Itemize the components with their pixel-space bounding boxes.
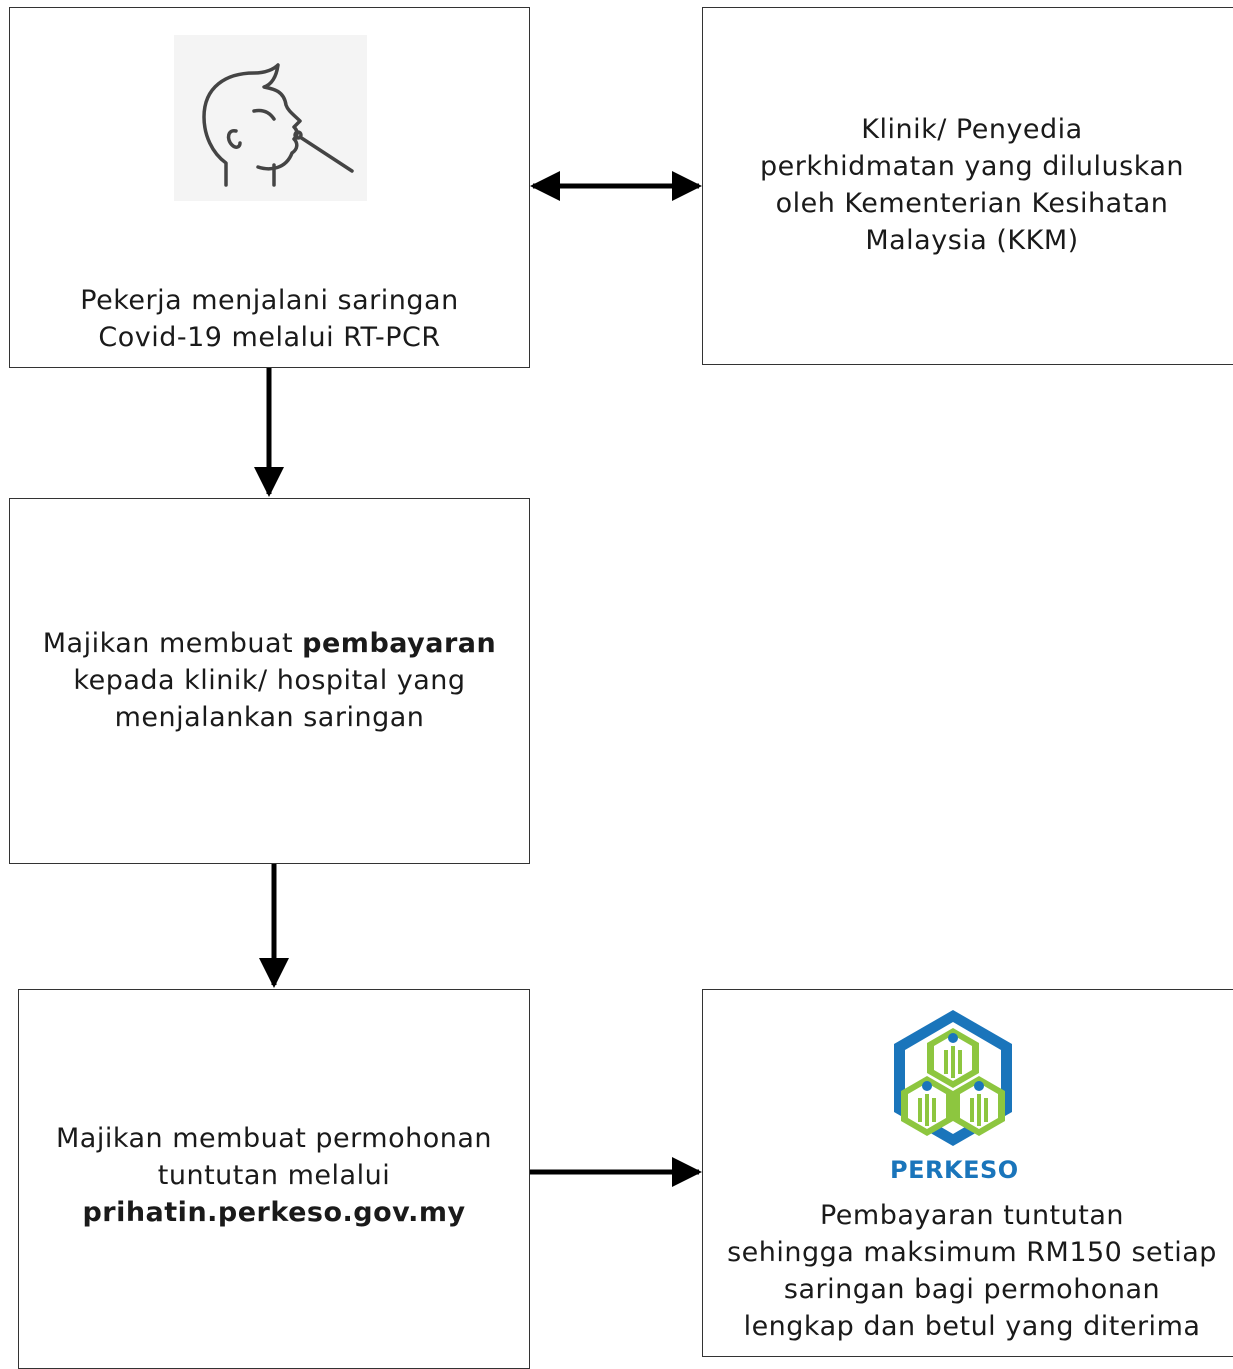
node-payment-line1-bold: pembayaran xyxy=(302,628,497,659)
node-claim-line: tuntutan melalui xyxy=(157,1160,391,1191)
node-clinic-line: Malaysia (KKM) xyxy=(865,225,1079,256)
node-reimburse-line: saringan bagi permohonan xyxy=(783,1274,1161,1305)
node-payment-line1-pre: Majikan membuat xyxy=(42,628,303,659)
icon-background xyxy=(174,35,367,201)
node-reimburse-line: Pembayaran tuntutan xyxy=(819,1200,1125,1231)
person-swab-icon xyxy=(202,63,354,187)
node-screening: Pekerja menjalani saringan Covid-19 mela… xyxy=(9,7,530,368)
node-reimburse-line: lengkap dan betul yang diterima xyxy=(743,1311,1201,1342)
node-clinic-line: Klinik/ Penyedia xyxy=(861,114,1083,145)
node-screening-line: Pekerja menjalani saringan xyxy=(80,285,459,316)
node-payment-line: menjalankan saringan xyxy=(114,702,425,733)
node-screening-text: Pekerja menjalani saringan Covid-19 mela… xyxy=(10,282,529,356)
perkeso-logo-mark xyxy=(894,1010,1012,1146)
node-reimburse-line: sehingga maksimum RM150 setiap xyxy=(727,1237,1217,1268)
node-claim-text: Majikan membuat permohonan tuntutan mela… xyxy=(19,1120,529,1231)
node-screening-line: Covid-19 melalui RT-PCR xyxy=(98,322,441,353)
perkeso-logo: PERKESO xyxy=(890,1008,1018,1184)
node-payment-line: kepada klinik/ hospital yang xyxy=(73,665,466,696)
node-clinic-line: oleh Kementerian Kesihatan xyxy=(775,188,1169,219)
node-payment: Majikan membuat pembayaran kepada klinik… xyxy=(9,498,530,864)
node-payment-text: Majikan membuat pembayaran kepada klinik… xyxy=(10,625,529,736)
node-payment-line: Majikan membuat pembayaran xyxy=(10,625,529,662)
node-clinic-text: Klinik/ Penyedia perkhidmatan yang dilul… xyxy=(703,111,1233,259)
node-clinic-line: perkhidmatan yang diluluskan xyxy=(759,151,1185,182)
perkeso-logo-text: PERKESO xyxy=(890,1156,1019,1184)
node-clinic: Klinik/ Penyedia perkhidmatan yang dilul… xyxy=(702,7,1233,365)
node-claim-link: prihatin.perkeso.gov.my xyxy=(82,1197,466,1228)
node-reimburse: PERKESO Pembayaran tuntutan sehingga mak… xyxy=(702,989,1233,1357)
node-claim-line: Majikan membuat permohonan xyxy=(55,1123,493,1154)
node-claim: Majikan membuat permohonan tuntutan mela… xyxy=(18,989,530,1369)
node-reimburse-text: Pembayaran tuntutan sehingga maksimum RM… xyxy=(703,1197,1233,1345)
